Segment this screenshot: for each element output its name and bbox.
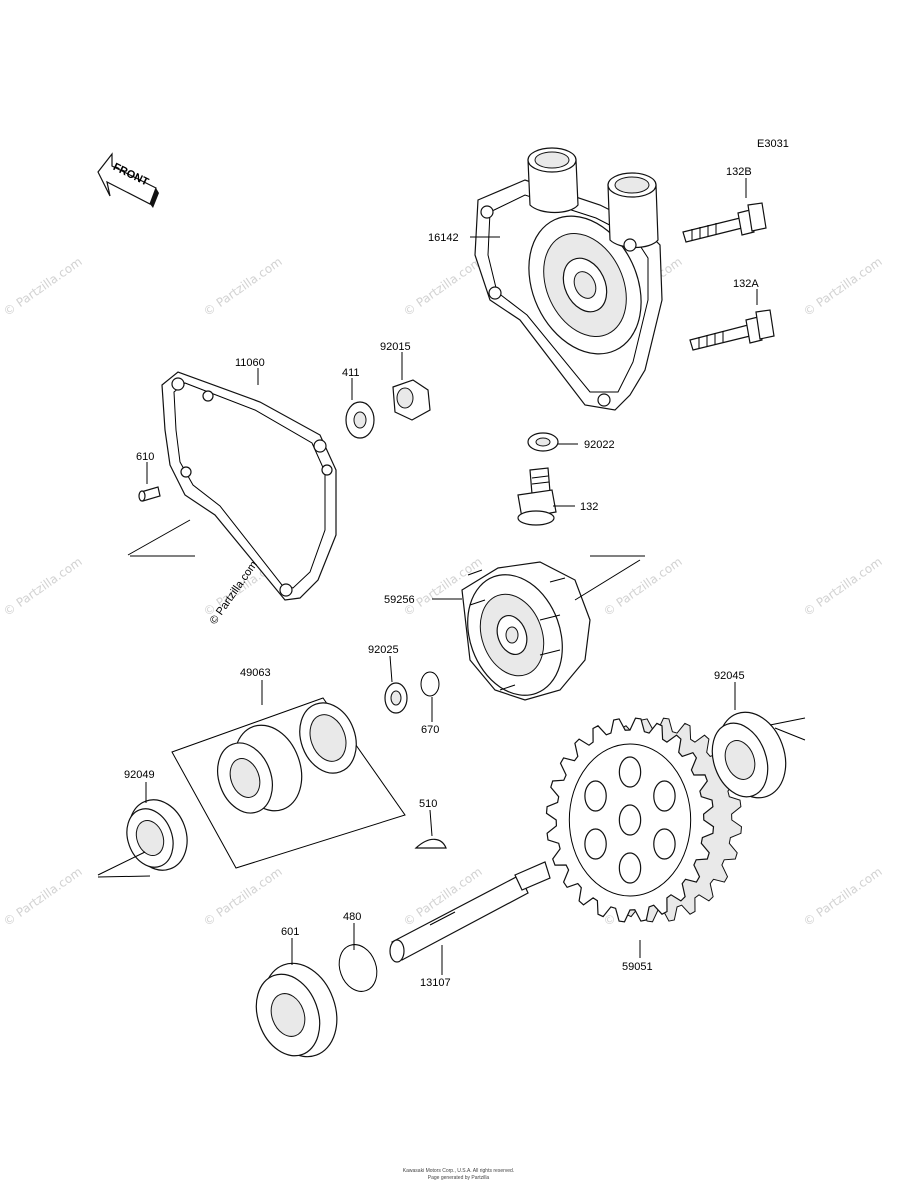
callout-92049: 92049: [124, 769, 155, 781]
watermark-text: © Partzilla.com: [201, 254, 285, 319]
callout-132b: 132B: [726, 166, 752, 178]
callout-132: 132: [580, 501, 598, 513]
gear-face-ring: [568, 743, 692, 897]
diagram-code: E3031: [757, 138, 789, 150]
callout-92015: 92015: [380, 341, 411, 353]
shaft-13107: [389, 861, 551, 963]
diagram-watermark: © Partzilla.com: [208, 559, 260, 627]
circlip-480: [338, 944, 378, 992]
gasket-leader: [127, 519, 195, 557]
oil-seal: [299, 702, 357, 774]
gear-lightening-hole: [584, 780, 607, 812]
bearing-92049: [126, 799, 188, 871]
watermark-text: © Partzilla.com: [1, 554, 85, 619]
callout-92045: 92045: [714, 670, 745, 682]
callout-92022: 92022: [584, 439, 615, 451]
o-ring-670: [420, 671, 440, 697]
watermark-text: © Partzilla.com: [801, 254, 885, 319]
gear-lightening-hole: [618, 804, 642, 836]
watermark-text: © Partzilla.com: [1, 864, 85, 929]
pin-610: [138, 486, 161, 502]
callout-480: 480: [343, 911, 361, 923]
watermark-text: © Partzilla.com: [801, 864, 885, 929]
callout-16142: 16142: [428, 232, 459, 244]
gear-lightening-hole: [584, 828, 607, 860]
gear-lightening-hole: [653, 828, 676, 860]
callout-13107: 13107: [420, 977, 451, 989]
footer-line-2: Page generated by Partzilla: [427, 1175, 490, 1181]
gear-lightening-hole: [653, 780, 676, 812]
gear-lightening-hole: [618, 852, 642, 884]
key-510: [414, 838, 447, 849]
callout-59256: 59256: [384, 594, 415, 606]
gasket-11060: [161, 371, 337, 601]
gear-59051: [545, 717, 743, 923]
bolt-132b: [682, 202, 767, 243]
watermark-text: © Partzilla.com: [1, 254, 85, 319]
callout-49063: 49063: [240, 667, 271, 679]
callout-510: 510: [419, 798, 437, 810]
callout-11060: 11060: [235, 357, 265, 369]
impeller-leader: [574, 555, 645, 601]
bolt-132a: [689, 309, 775, 351]
watermark-text: © Partzilla.com: [201, 864, 285, 929]
bearing-leader: [97, 851, 151, 878]
footer-line-1: Kawasaki Motors Corp., U.S.A. All rights…: [402, 1168, 515, 1174]
callout-601: 601: [281, 926, 299, 938]
watermark-text: © Partzilla.com: [601, 554, 685, 619]
gear-lightening-hole: [618, 756, 642, 788]
washer-411: [345, 401, 375, 439]
seal-kit-box: [171, 697, 406, 869]
nut-92015: [392, 379, 431, 421]
callout-132a: 132A: [733, 278, 759, 290]
impeller-59256: [461, 561, 591, 701]
washer-92022: [527, 432, 559, 452]
mechanical-seal: [217, 724, 303, 814]
bearing-601: [255, 962, 338, 1058]
drain-bolt-132: [517, 467, 557, 526]
pump-cover: [474, 147, 663, 411]
callout-411: 411: [342, 367, 360, 379]
washer-92025: [384, 682, 408, 714]
callout-670: 670: [421, 724, 439, 736]
callout-59051: 59051: [622, 961, 653, 973]
bearing-92045: [711, 711, 787, 799]
bearing-92045-leader: [769, 717, 806, 741]
watermark-text: © Partzilla.com: [801, 554, 885, 619]
watermark-text: © Partzilla.com: [401, 254, 485, 319]
callout-92025: 92025: [368, 644, 399, 656]
front-arrow-icon: FRONT: [97, 152, 159, 208]
callout-610: 610: [136, 451, 154, 463]
